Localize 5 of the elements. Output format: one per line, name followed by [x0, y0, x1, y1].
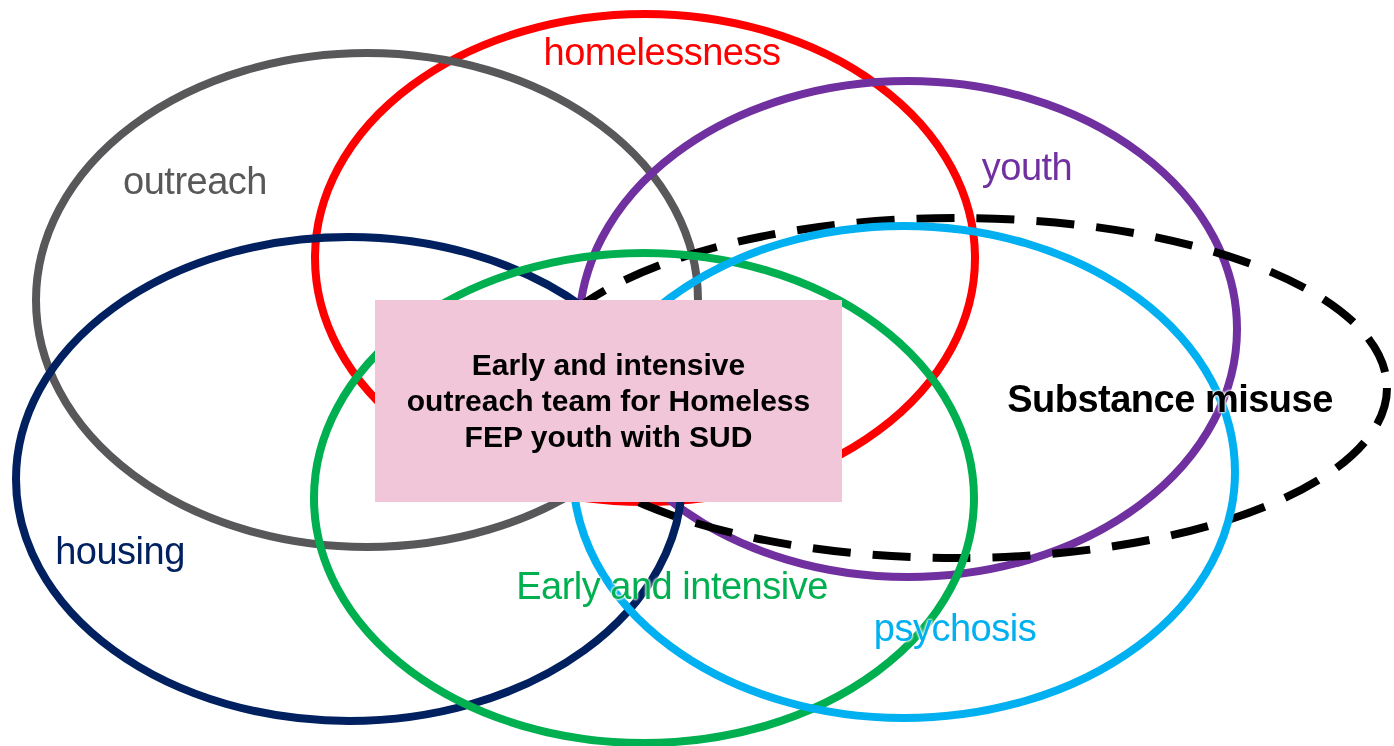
text-box: Early and intensive outreach team for Homeless FEP youth with SUD — [375, 300, 842, 502]
set-label: homelessness — [543, 33, 781, 71]
set-label: housing — [55, 532, 185, 570]
set-label: outreach — [123, 162, 267, 200]
set-label: youth — [981, 148, 1073, 186]
